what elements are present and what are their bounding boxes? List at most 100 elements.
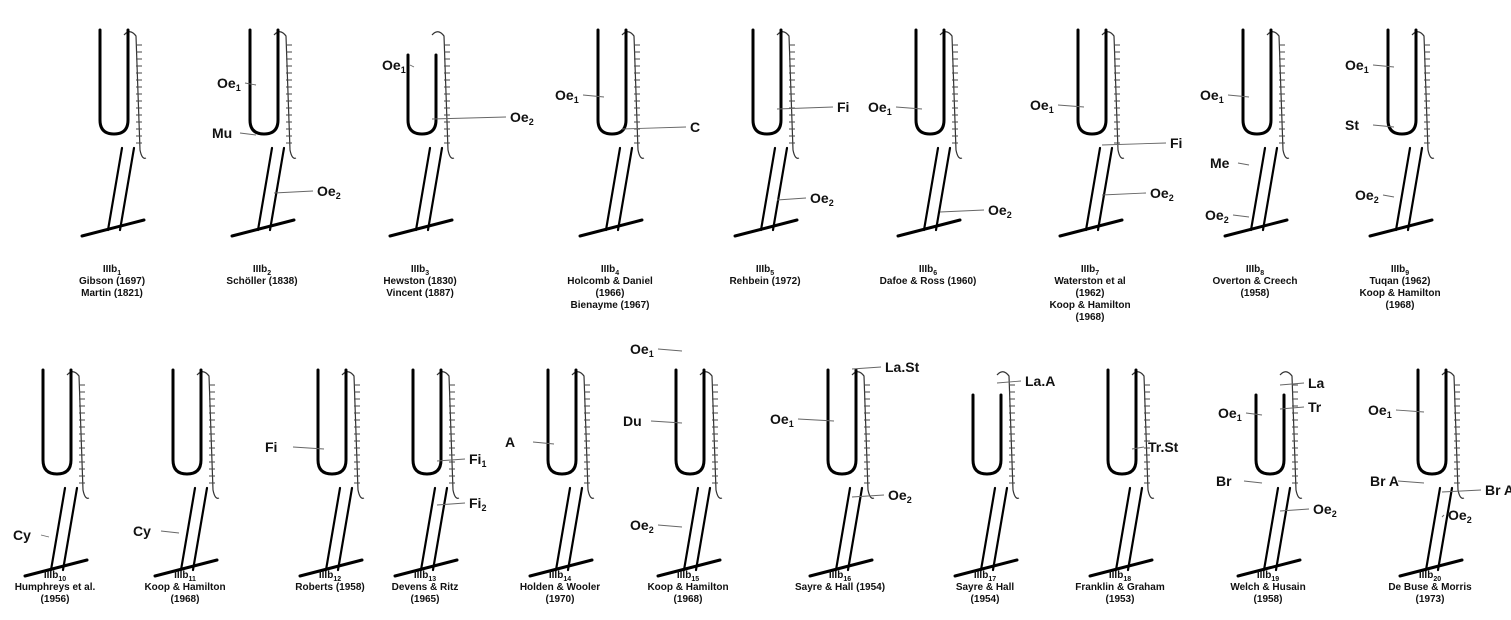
diaphragm-line (898, 220, 960, 236)
label-br: Br (1216, 473, 1232, 489)
lower-esophagus (1426, 488, 1452, 570)
panel-b14: AIIIb14Holden & Wooler(1970) (505, 370, 600, 605)
citation-line: Sayre & Hall (1954) (795, 582, 885, 593)
citation-line: Holcomb & Daniel (567, 276, 653, 287)
leader-line (658, 349, 682, 351)
label-fi1: Fi1 (469, 451, 486, 469)
lower-esophagus (836, 488, 862, 570)
leader-line (1373, 65, 1394, 67)
leader-line (240, 133, 256, 135)
label-cy: Cy (13, 527, 31, 543)
upper-esophageal-pouch (1388, 30, 1416, 134)
citation-line: (1958) (1254, 594, 1283, 605)
leader-line (437, 503, 465, 505)
citation-line: Tuqan (1962) (1370, 276, 1431, 287)
citation-line: Overton & Creech (1212, 276, 1297, 287)
label-oe2: Oe2 (317, 183, 341, 201)
diaphragm-line (232, 220, 294, 236)
lower-esophagus (1264, 488, 1290, 570)
leader-line (533, 442, 554, 444)
label-fi2: Fi2 (469, 495, 486, 513)
lower-esophagus (761, 148, 787, 230)
label-oe2: Oe2 (810, 190, 834, 208)
leader-line (583, 95, 604, 97)
label-la-a: La.A (1025, 373, 1055, 389)
leader-line (1132, 447, 1144, 449)
lower-esophagus (326, 488, 352, 570)
label-oe1: Oe1 (868, 99, 892, 117)
upper-esophageal-pouch (1243, 30, 1271, 134)
lower-esophagus (1396, 148, 1422, 230)
citation-line: Koop & Hamilton (144, 582, 225, 593)
citation-line: (1965) (411, 594, 440, 605)
leader-line (1246, 413, 1262, 415)
label-br-a: Br A (1485, 482, 1511, 498)
leader-line (1398, 481, 1424, 483)
citation-line: Gibson (1697) (79, 276, 145, 287)
panel-b19: LaTrOe1BrOe2IIIb19Welch & Husain(1958) (1216, 372, 1337, 605)
label-oe2: Oe2 (1448, 507, 1472, 525)
label-oe2: Oe2 (510, 109, 534, 127)
citation-line: (1962) (1076, 288, 1105, 299)
label-oe1: Oe1 (555, 87, 579, 105)
leader-line (1228, 95, 1249, 97)
lower-esophagus (981, 488, 1007, 570)
label-la-st: La.St (885, 359, 920, 375)
lower-esophagus (684, 488, 710, 570)
upper-esophageal-pouch (916, 30, 944, 134)
lower-esophagus (416, 148, 442, 230)
label-fi: Fi (837, 99, 849, 115)
diaphragm-line (735, 220, 797, 236)
leader-line (432, 117, 506, 119)
citation-line: Bienayme (1967) (571, 300, 650, 311)
panel-b2: Oe1MuOe2IIIb2Schöller (1838) (212, 30, 341, 287)
upper-esophageal-pouch (100, 30, 128, 134)
label-la: La (1308, 375, 1325, 391)
leader-line (658, 525, 682, 527)
citation-line: De Buse & Morris (1388, 582, 1472, 593)
lower-esophagus (421, 488, 447, 570)
citation-line: Roberts (1958) (295, 582, 364, 593)
label-oe2: Oe2 (1150, 185, 1174, 203)
citation-line: Holden & Wooler (520, 582, 600, 593)
diaphragm-line (82, 220, 144, 236)
label-mu: Mu (212, 125, 232, 141)
citation-line: Hewston (1830) (383, 276, 456, 287)
label-br-a: Br A (1370, 473, 1399, 489)
upper-esophageal-pouch (1108, 370, 1136, 474)
citation-line: Sayre & Hall (956, 582, 1015, 593)
citation-line: Waterston et al (1054, 276, 1126, 287)
label-du: Du (623, 413, 642, 429)
lower-esophagus (181, 488, 207, 570)
label-oe1: Oe1 (1218, 405, 1242, 423)
upper-esophageal-pouch (1418, 370, 1446, 474)
label-fi: Fi (1170, 135, 1182, 151)
citation-line: (1956) (41, 594, 70, 605)
upper-esophageal-pouch (973, 395, 1001, 474)
leader-line (410, 65, 414, 67)
leader-line (1244, 481, 1262, 483)
leader-line (896, 107, 922, 109)
label-oe2: Oe2 (1355, 187, 1379, 205)
panel-b20: Oe1Br ABr AOe2IIIb20De Buse & Morris(197… (1368, 370, 1511, 605)
citation-line: Rehbein (1972) (729, 276, 800, 287)
leader-line (1102, 143, 1166, 145)
label-oe1: Oe1 (630, 341, 654, 359)
leader-line (1233, 215, 1249, 217)
citation-line: Dafoe & Ross (1960) (880, 276, 977, 287)
upper-esophageal-pouch (318, 370, 346, 474)
panel-b13: Fi1Fi2IIIb13Devens & Ritz(1965) (392, 370, 487, 605)
label-c: C (690, 119, 700, 135)
citation-line: (1953) (1106, 594, 1135, 605)
label-oe1: Oe1 (382, 57, 406, 75)
citation-line: (1968) (1386, 300, 1415, 311)
citation-line: Martin (1821) (81, 288, 143, 299)
citation-line: Franklin & Graham (1075, 582, 1165, 593)
leader-line (1373, 125, 1394, 127)
